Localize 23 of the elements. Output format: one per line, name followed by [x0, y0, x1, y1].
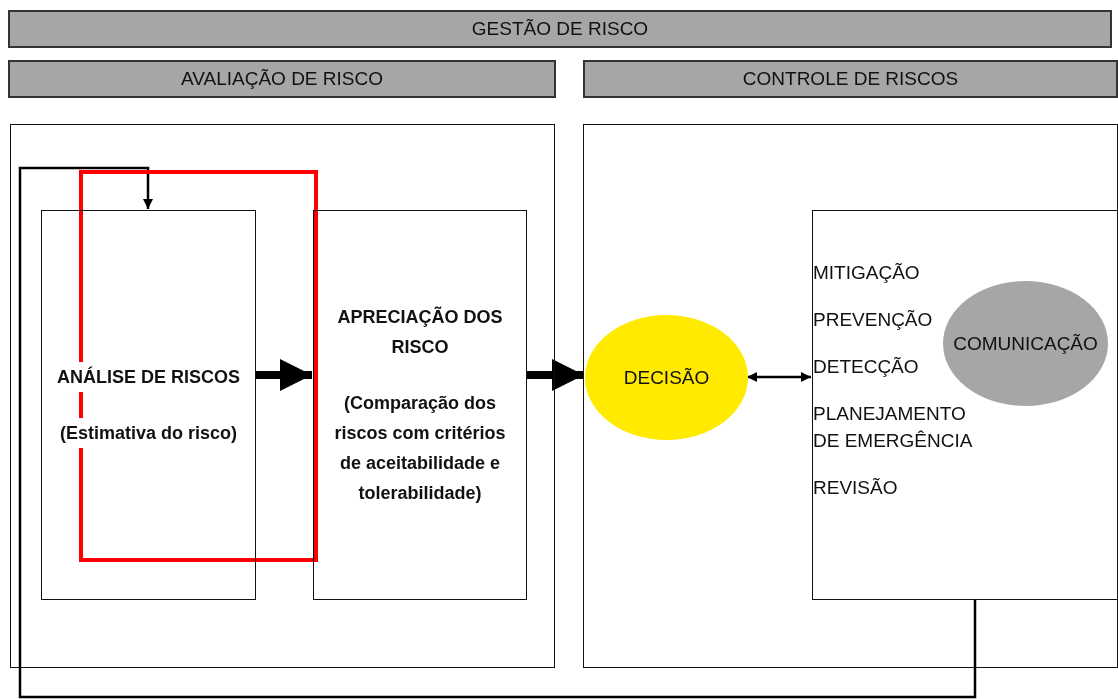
list-item: PREVENÇÃO [813, 308, 934, 332]
header-band [583, 60, 1118, 98]
arrow [18, 166, 977, 699]
process-box [41, 210, 256, 600]
process-box [313, 210, 527, 600]
list-item: PLANEJAMENTO DE EMERGÊNCIA [813, 402, 973, 453]
container-box [583, 124, 1118, 668]
list-item: DETECÇÃO [813, 355, 920, 379]
container-box [10, 124, 555, 668]
arrow [747, 372, 811, 382]
list-item: REVISÃO [813, 476, 899, 500]
band-title: CONTROLE DE RISCOS [742, 68, 959, 90]
process-box [812, 210, 1118, 600]
node-title: ANÁLISE DE RISCOS [57, 362, 240, 392]
node-description: (Estimativa do risco) [59, 418, 237, 448]
band-title: AVALIAÇÃO DE RISCO [181, 68, 383, 90]
header-band [8, 10, 1112, 48]
band-title: GESTÃO DE RISCO [471, 18, 649, 40]
node-title: DECISÃO [623, 366, 710, 389]
header-band [8, 60, 556, 98]
list-item: MITIGAÇÃO [813, 261, 921, 285]
node-title: COMUNICAÇÃO [953, 332, 1098, 355]
arrow [526, 359, 584, 391]
